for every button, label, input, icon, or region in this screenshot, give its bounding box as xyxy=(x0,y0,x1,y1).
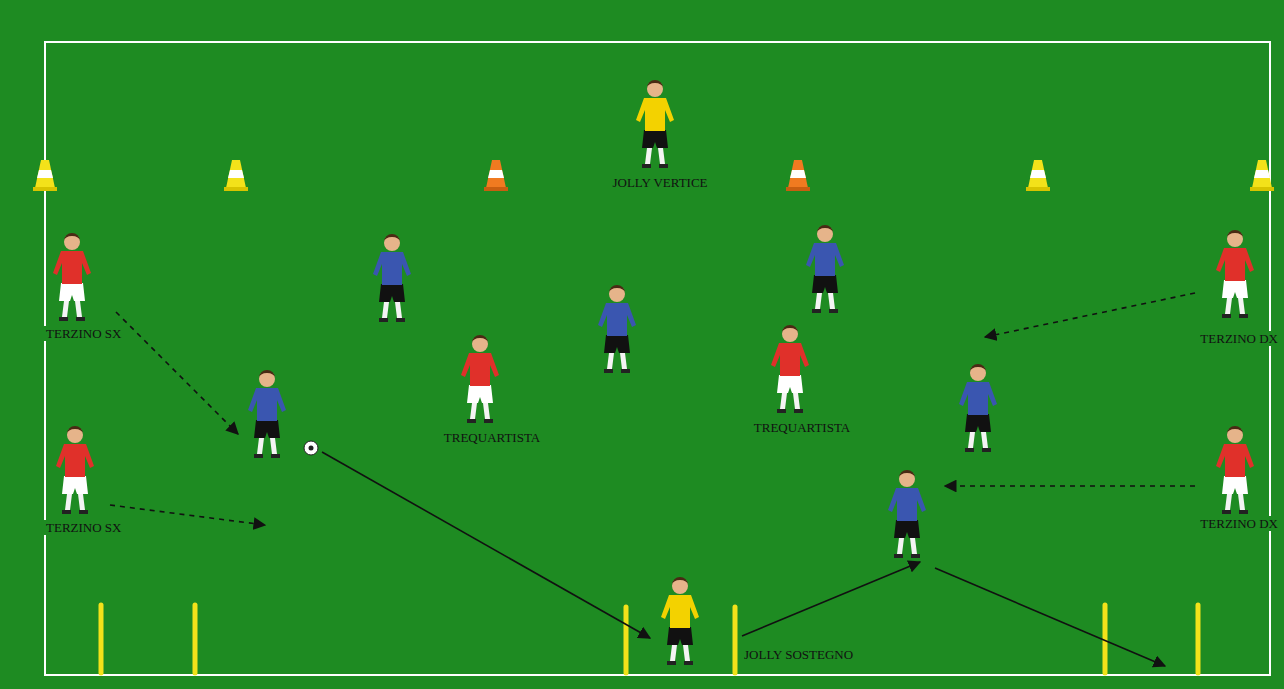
field-border xyxy=(45,42,1270,675)
jolly-player xyxy=(661,577,699,665)
ball xyxy=(304,441,318,455)
goal-poles xyxy=(101,605,1198,673)
players xyxy=(53,80,1254,665)
red-player xyxy=(56,426,94,514)
player-role-label: TERZINO SX xyxy=(44,326,123,341)
player-role-label: TERZINO DX xyxy=(1198,331,1280,346)
blue-player xyxy=(806,225,844,313)
cones xyxy=(33,160,1274,191)
red-player xyxy=(461,335,499,423)
jolly-player xyxy=(636,80,674,168)
blue-player xyxy=(598,285,636,373)
pass-arrows xyxy=(322,452,1165,666)
red-player xyxy=(1216,230,1254,318)
player-role-label: JOLLY VERTICE xyxy=(610,175,709,190)
player-role-label: TERZINO DX xyxy=(1198,516,1280,531)
red-player xyxy=(771,325,809,413)
red-player xyxy=(53,233,91,321)
player-role-label: TREQUARTISTA xyxy=(752,420,852,435)
player-role-label: TREQUARTISTA xyxy=(442,430,542,445)
blue-player xyxy=(888,470,926,558)
blue-player xyxy=(959,364,997,452)
blue-player xyxy=(248,370,286,458)
blue-player xyxy=(373,234,411,322)
red-player xyxy=(1216,426,1254,514)
movement-arrows xyxy=(110,293,1195,525)
player-role-label: JOLLY SOSTEGNO xyxy=(742,647,855,662)
player-role-label: TERZINO SX xyxy=(44,520,123,535)
